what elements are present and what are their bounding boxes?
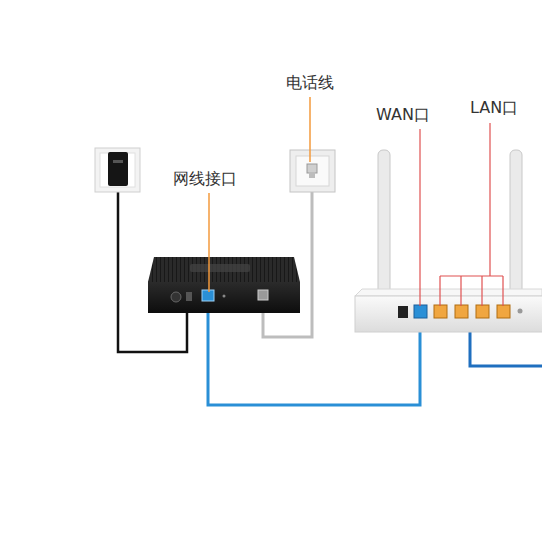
power-socket (95, 148, 140, 192)
leader-line (208, 193, 210, 292)
modem (148, 257, 300, 313)
leader-line (309, 97, 311, 162)
router (355, 150, 542, 332)
leader-bracket (440, 123, 503, 306)
callout-label: WAN口 (376, 105, 430, 125)
callout-label: 网线接口 (173, 169, 237, 189)
callout-label: 电话线 (286, 73, 334, 93)
phone-socket (290, 150, 335, 192)
callout-label: LAN口 (470, 98, 518, 118)
leader-line (419, 129, 420, 306)
